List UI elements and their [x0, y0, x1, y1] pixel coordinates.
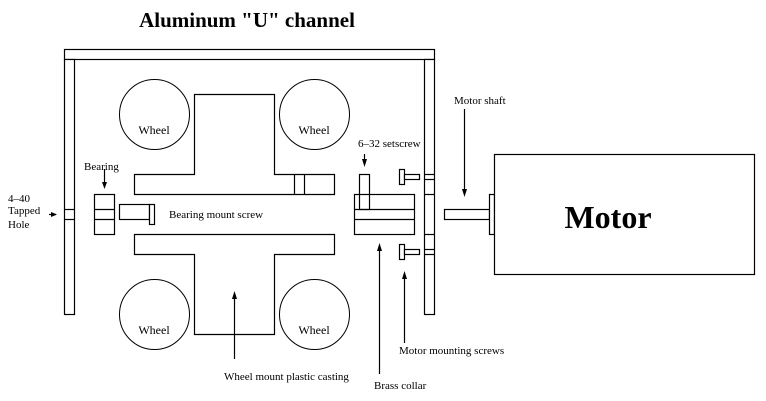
- tapped-hole-label-line3: Hole: [8, 219, 30, 231]
- brass-collar-label: Brass collar: [374, 380, 427, 392]
- wheel-bottom-right: Wheel: [279, 279, 350, 350]
- brass-collar-callout: Brass collar: [374, 243, 427, 392]
- tapped-hole-label-line2: Tapped: [8, 205, 41, 217]
- u-channel-right-leg: [423, 58, 436, 316]
- wheel-label: Wheel: [298, 123, 330, 137]
- motor-shaft-label: Motor shaft: [454, 95, 506, 107]
- wheel-circle: [279, 279, 350, 350]
- arrow-down-icon: [462, 189, 467, 197]
- arrow-right-icon: [51, 212, 57, 217]
- motor-mount-plate: [488, 193, 496, 236]
- wheel-circle: [119, 279, 190, 350]
- setscrew-label: 6–32 setscrew: [358, 138, 421, 150]
- tapped-hole-label-line1: 4–40: [8, 193, 31, 205]
- motor: Motor: [493, 153, 756, 276]
- arrow-down-icon: [362, 159, 367, 167]
- u-channel: [63, 48, 436, 316]
- wheel-mount-label: Wheel mount plastic casting: [224, 371, 349, 383]
- arrow-down-icon: [102, 182, 107, 189]
- casting-upper: [133, 93, 336, 196]
- arrow-up-icon: [402, 271, 407, 279]
- wheel-label: Wheel: [138, 123, 170, 137]
- bearing-label: Bearing: [84, 161, 119, 173]
- wheel-label: Wheel: [138, 323, 170, 337]
- motor-shaft: [443, 208, 491, 221]
- motor-mounting-screw-bottom: [398, 243, 421, 261]
- wheel-mount-casting: [133, 93, 336, 336]
- wheel-mount-callout: Wheel mount plastic casting: [224, 291, 349, 383]
- tapped-hole-callout: 4–40 Tapped Hole: [8, 193, 57, 231]
- motor-mounting-screw-top: [398, 168, 421, 186]
- motor-body: [493, 153, 756, 276]
- wheel-top-right: Wheel: [279, 79, 350, 150]
- u-channel-top: [63, 48, 436, 61]
- wheel-top-left: Wheel: [119, 79, 190, 150]
- motor-mounting-screws-callout: Motor mounting screws: [399, 271, 504, 357]
- bearing: [93, 193, 116, 236]
- motor-mounting-screws-label: Motor mounting screws: [399, 345, 504, 357]
- setscrew: [358, 173, 371, 211]
- brass-collar: [353, 173, 416, 236]
- arrow-up-icon: [377, 243, 382, 251]
- arrow-up-icon: [232, 291, 237, 299]
- bearing-callout: Bearing: [84, 161, 119, 189]
- wheel-circle: [279, 79, 350, 150]
- u-channel-left-leg: [63, 58, 76, 316]
- diagram-title: Aluminum "U" channel: [139, 8, 355, 32]
- motor-shaft-callout: Motor shaft: [454, 95, 506, 197]
- wheel-label: Wheel: [298, 323, 330, 337]
- motor-label: Motor: [564, 199, 651, 235]
- wheel-circle: [119, 79, 190, 150]
- casting-lower: [133, 233, 336, 336]
- wheel-bottom-left: Wheel: [119, 279, 190, 350]
- setscrew-callout: 6–32 setscrew: [358, 138, 421, 167]
- bearing-mount-screw: [118, 203, 156, 226]
- bearing-mount-screw-label: Bearing mount screw: [169, 209, 263, 221]
